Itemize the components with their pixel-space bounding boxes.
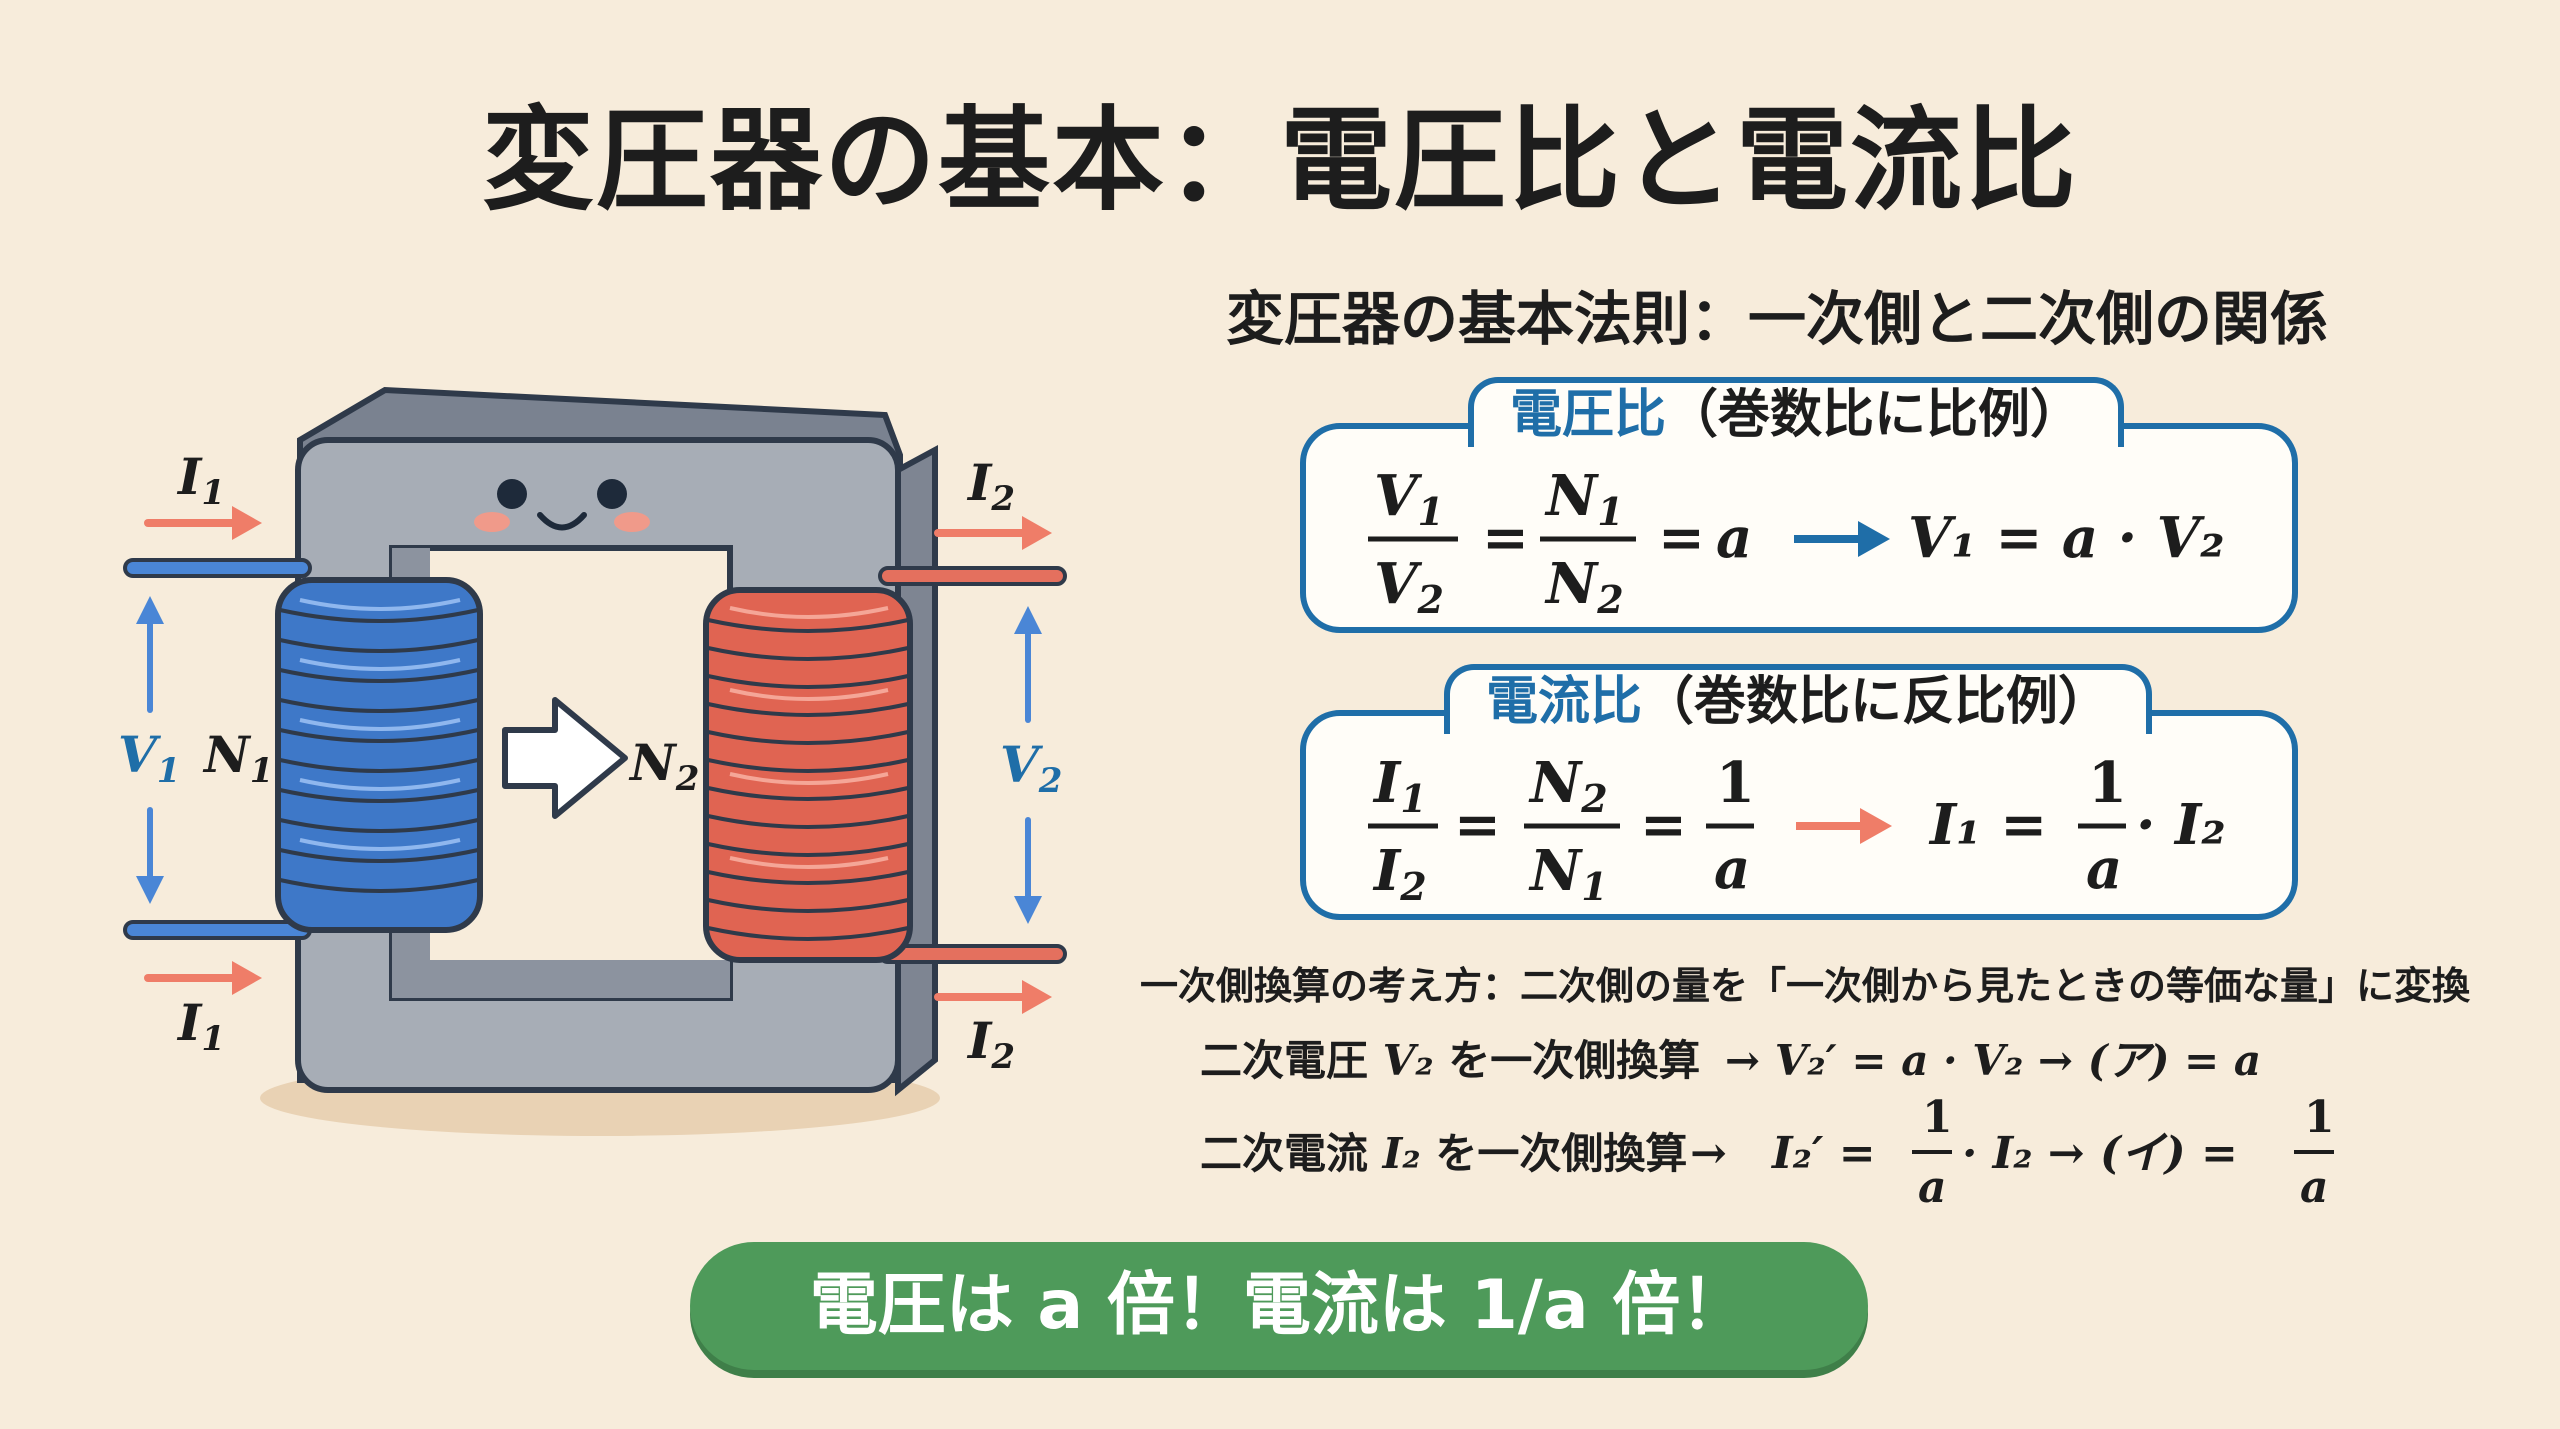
current-result-numerator: 1 xyxy=(2088,750,2127,816)
current-ratio-formula: I1 I2 = N2 N1 = 1 a I₁ = 1 a · I₂ xyxy=(1368,750,2226,909)
current-result-rhs: · I₂ xyxy=(2136,792,2226,858)
page-title: 変圧器の基本：電圧比と電流比 xyxy=(482,96,2078,226)
current-frac-denominator: a xyxy=(1714,836,1750,902)
v2-arrow-icon xyxy=(1014,606,1042,924)
face-right-cheek xyxy=(614,512,650,532)
current-result-denominator: a xyxy=(2086,836,2122,902)
conversion-current-numerator-2: 1 xyxy=(2304,1092,2335,1143)
face-smile xyxy=(537,512,587,531)
label-n2: N2 xyxy=(628,733,699,799)
label-i2-bottom: I2 xyxy=(966,1011,1015,1077)
label-i1-bottom: I1 xyxy=(176,993,225,1059)
voltage-mid-denominator: N2 xyxy=(1544,551,1624,622)
face-left-eye xyxy=(497,479,527,509)
conversion-heading: 一次側換算の考え方：二次側の量を「一次側から見たときの等価な量」に変換 xyxy=(1140,964,2471,1008)
current-arrow-icon xyxy=(1796,808,1892,844)
law-heading: 変圧器の基本法則：一次側と二次側の関係 xyxy=(1226,285,2329,353)
conversion-current-lhs: I₂′ = xyxy=(1770,1128,1876,1179)
current-result-lhs: I₁ = xyxy=(1928,792,2047,858)
voltage-lhs-numerator: V1 xyxy=(1374,463,1444,534)
current-frac-numerator: 1 xyxy=(1716,750,1755,816)
window-bottom-shade xyxy=(392,960,730,998)
voltage-ratio-tab: 電圧比（巻数比に比例） xyxy=(1468,377,2125,447)
current-ratio-tab: 電流比（巻数比に反比例） xyxy=(1444,664,2153,734)
i1-top-arrow-icon xyxy=(144,506,262,540)
conversion-current-rhs: · I₂ → (イ) = xyxy=(1962,1128,2238,1179)
voltage-lhs-denominator: V2 xyxy=(1374,551,1444,622)
current-mid-numerator: N2 xyxy=(1528,750,1608,821)
face-right-eye xyxy=(597,479,627,509)
voltage-ratio-box: 電圧比（巻数比に比例） V1 V2 = N1 N2 = a V₁ = a · V… xyxy=(1300,377,2298,633)
current-mid-denominator: N1 xyxy=(1528,838,1608,909)
i1-bottom-arrow-icon xyxy=(144,961,262,995)
voltage-equals-1: = xyxy=(1482,505,1529,571)
conversion-current-numerator: 1 xyxy=(1922,1092,1953,1143)
primary-coil xyxy=(275,577,483,933)
current-ratio-box: 電流比（巻数比に反比例） I1 I2 = N2 N1 = 1 a I₁ = 1 … xyxy=(1300,664,2298,920)
voltage-arrow-icon xyxy=(1794,521,1890,557)
primary-bottom-wire xyxy=(123,920,312,940)
current-equals-2: = xyxy=(1640,792,1687,858)
secondary-top-wire xyxy=(878,566,1067,586)
conversion-voltage-line: 二次電圧 V₂ を一次側換算 → V₂′ = a · V₂ → (ア) = a xyxy=(1200,1036,2262,1085)
voltage-ratio-formula: V1 V2 = N1 N2 = a V₁ = a · V₂ xyxy=(1368,463,2225,622)
v1-arrow-icon xyxy=(136,596,164,904)
i2-bottom-arrow-icon xyxy=(934,980,1052,1014)
secondary-coil xyxy=(703,587,913,963)
primary-top-wire xyxy=(123,558,312,578)
conversion-current-denominator-2: a xyxy=(2300,1162,2329,1213)
voltage-equals-2: = xyxy=(1658,505,1705,571)
summary-banner: 電圧は a 倍！電流は 1/a 倍！ xyxy=(690,1242,1868,1370)
voltage-ratio-a: a xyxy=(1716,505,1752,571)
conversion-current-arrow: → xyxy=(1690,1128,1727,1179)
conversion-current-formula: → I₂′ = 1 a · I₂ → (イ) = 1 a xyxy=(1690,1092,2335,1213)
conversion-current-line: 二次電流 I₂ を一次側換算 xyxy=(1200,1129,1688,1178)
label-n1: N1 xyxy=(202,725,273,791)
current-equals-1: = xyxy=(1454,792,1501,858)
flux-arrow-icon xyxy=(502,697,628,819)
current-lhs-numerator: I1 xyxy=(1372,750,1427,821)
transformer-diagram: I1 I1 I2 I2 V1 V2 N1 N2 xyxy=(118,386,1067,1136)
voltage-result: V₁ = a · V₂ xyxy=(1908,505,2225,571)
label-v2: V2 xyxy=(1000,735,1062,801)
conversion-current-denominator: a xyxy=(1918,1162,1947,1213)
secondary-bottom-wire xyxy=(878,944,1067,964)
voltage-mid-numerator: N1 xyxy=(1544,463,1624,534)
face-left-cheek xyxy=(474,512,510,532)
label-i1-top: I1 xyxy=(176,447,225,513)
current-lhs-denominator: I2 xyxy=(1372,838,1427,909)
label-v1: V1 xyxy=(118,725,180,791)
i2-top-arrow-icon xyxy=(934,516,1052,550)
label-i2-top: I2 xyxy=(966,453,1015,519)
